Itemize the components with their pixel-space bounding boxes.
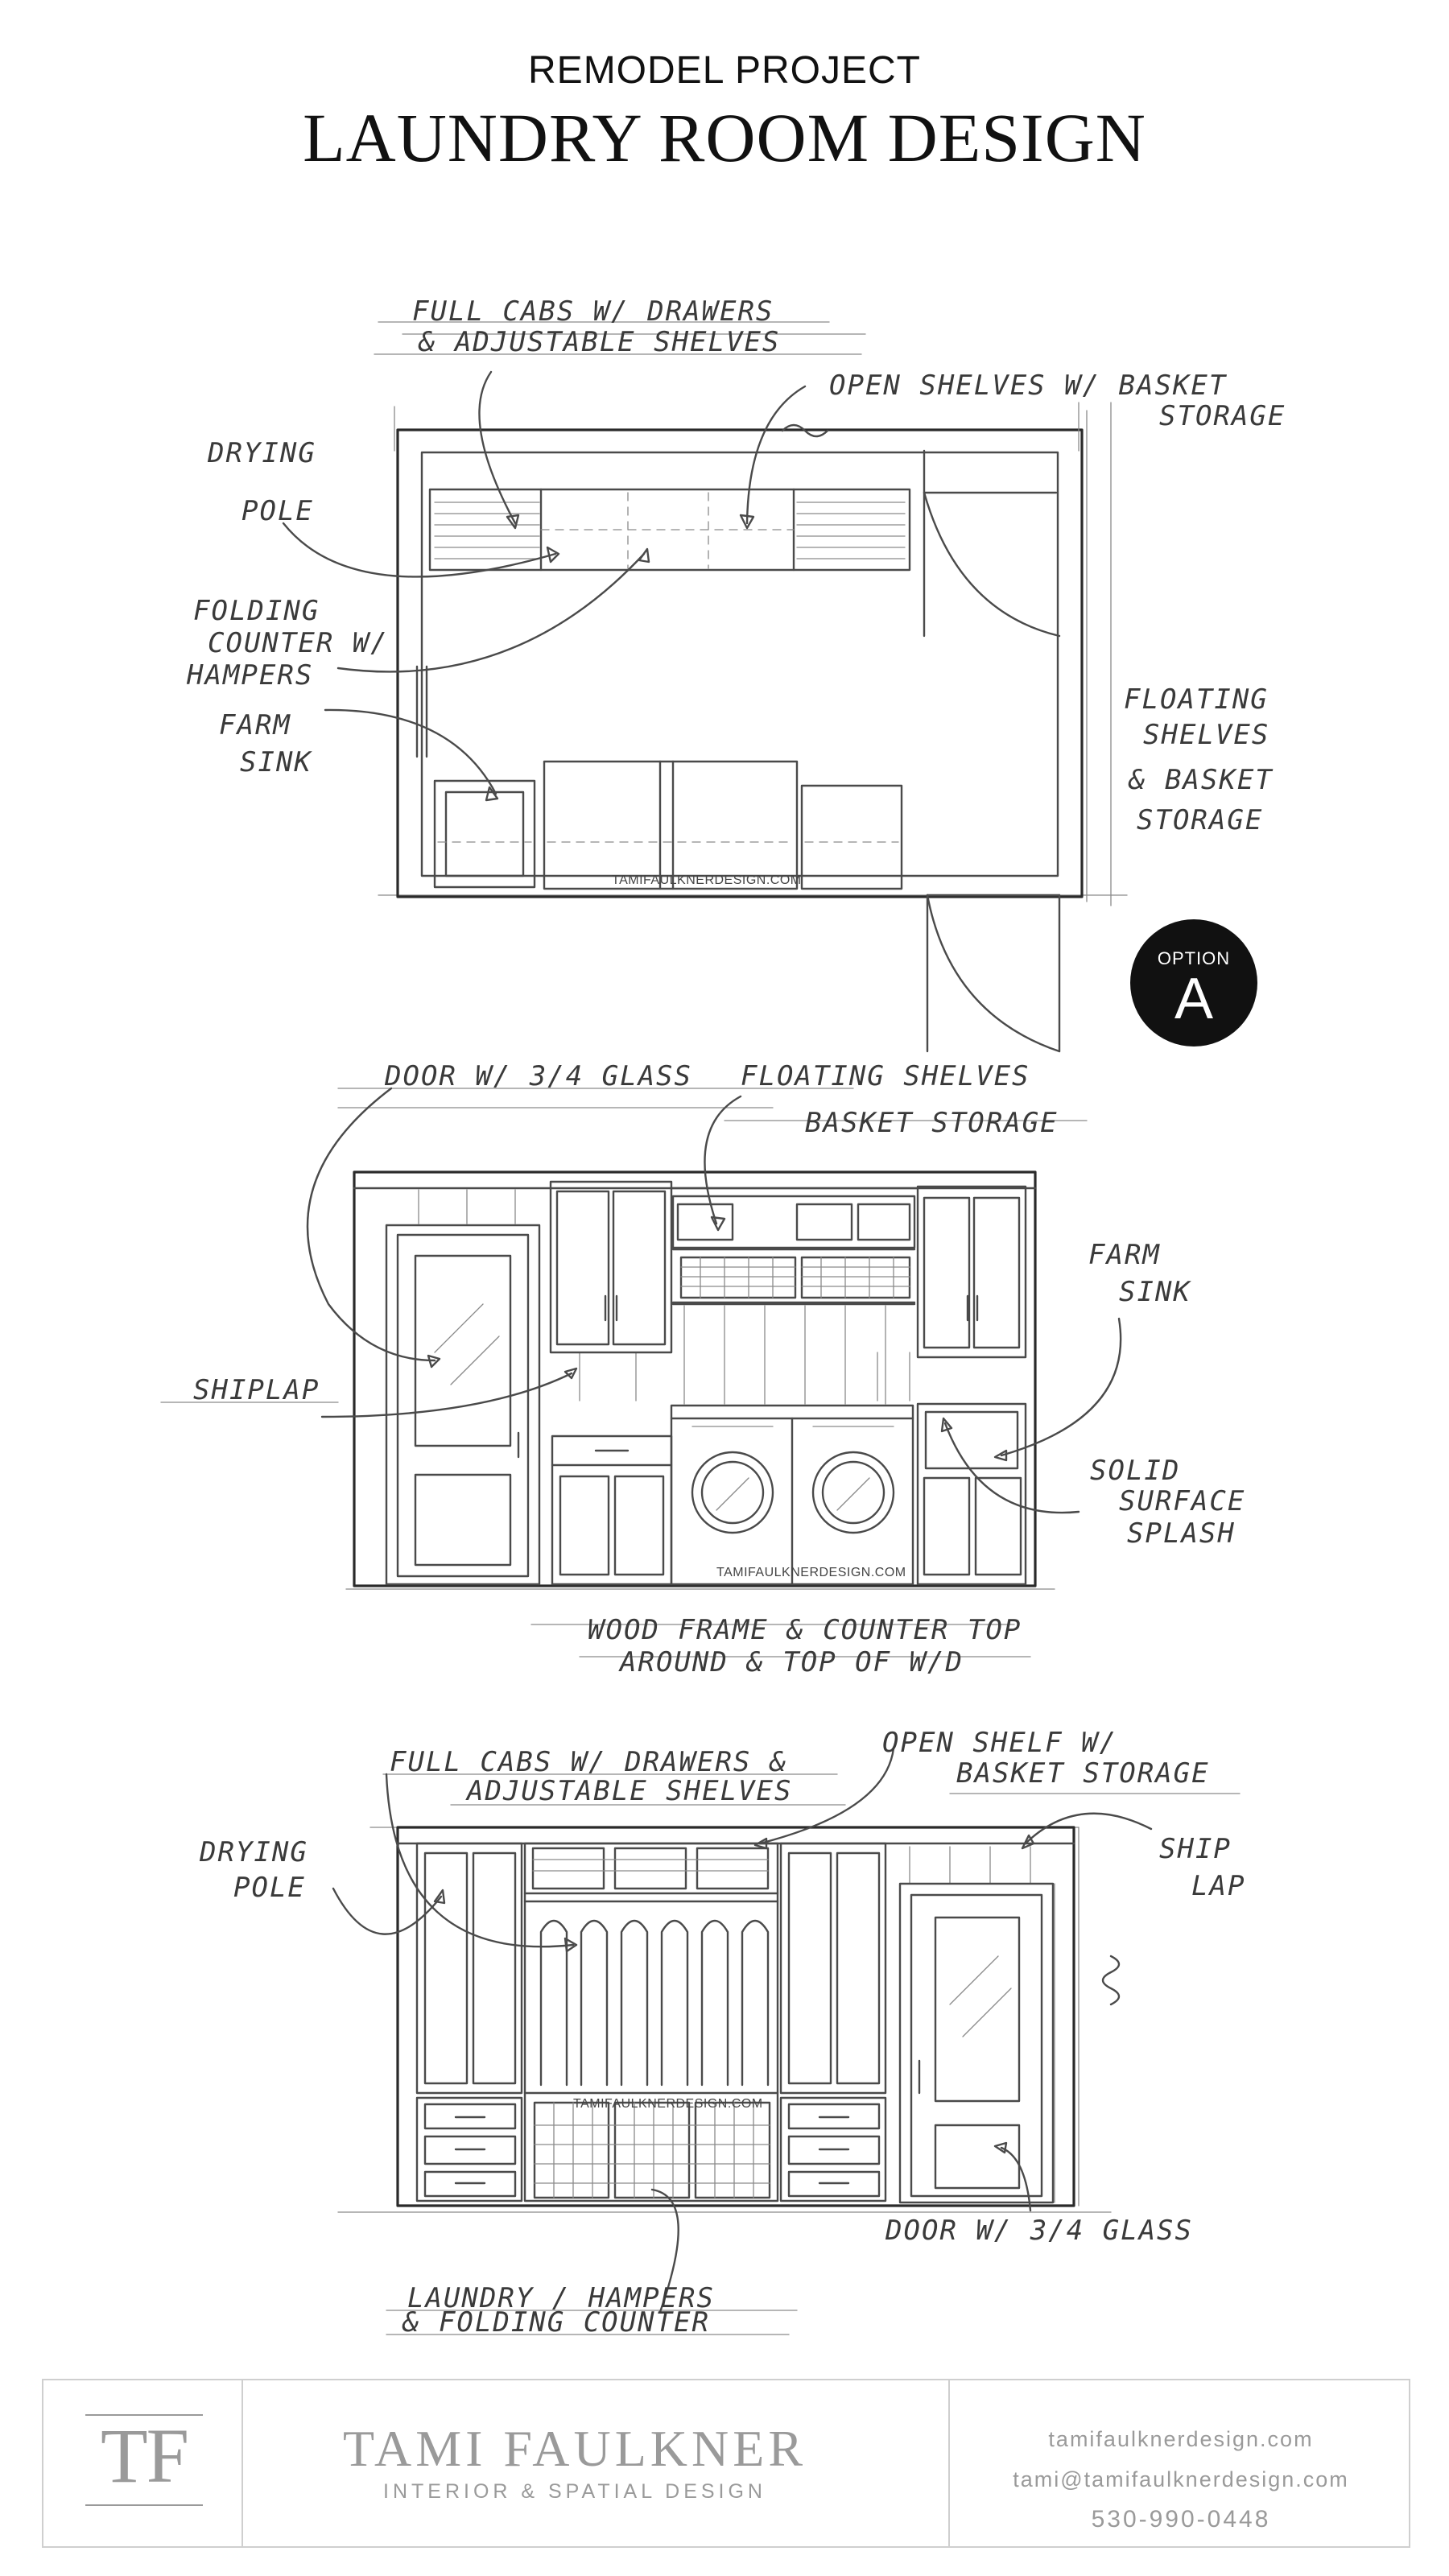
- elev2-note-open-shelf-2: BASKET STORAGE: [956, 1757, 1210, 1790]
- elev2-note-shiplap-1: SHIP: [1159, 1833, 1232, 1865]
- elev2-note-open-shelf-1: OPEN SHELF W/: [882, 1727, 1117, 1759]
- brand-name: TAMI FAULKNER: [343, 2420, 807, 2477]
- email-link[interactable]: tami@tamifaulknerdesign.com: [1013, 2467, 1349, 2491]
- option-badge-label: OPTION: [1157, 948, 1231, 968]
- elev1-note-floating-1: FLOATING SHELVES: [741, 1060, 1030, 1092]
- plan-note-farm-sink-2: SINK: [240, 746, 312, 778]
- elev2-note-drying-2: POLE: [233, 1872, 306, 1904]
- elev1-note-door: DOOR W/ 3/4 GLASS: [384, 1060, 692, 1092]
- elevation-2: FULL CABS W/ DRAWERS & ADJUSTABLE SHELVE…: [199, 1727, 1245, 2339]
- elev2-note-shiplap-2: LAP: [1191, 1870, 1245, 1902]
- elev1-watermark: TAMIFAULKNERDESIGN.COM: [716, 1566, 906, 1579]
- brand-tagline: INTERIOR & SPATIAL DESIGN: [383, 2480, 766, 2503]
- plan-note-full-cabs-1: FULL CABS W/ DRAWERS: [412, 295, 774, 328]
- tf-monogram-logo: TF: [61, 2414, 227, 2512]
- plan-note-floating-2: SHELVES: [1143, 719, 1269, 751]
- elev1-note-solid-2: SURFACE: [1119, 1485, 1245, 1517]
- elev2-note-door: DOOR W/ 3/4 GLASS: [885, 2215, 1193, 2247]
- plan-note-full-cabs-2: & ADJUSTABLE SHELVES: [418, 326, 780, 358]
- plan-note-farm-sink-1: FARM: [219, 709, 291, 741]
- monogram-text: TF: [100, 2413, 189, 2499]
- elev1-note-farm-2: SINK: [1119, 1276, 1191, 1308]
- elev1-note-solid-3: SPLASH: [1127, 1517, 1236, 1550]
- elev2-watermark: TAMIFAULKNERDESIGN.COM: [573, 2097, 763, 2111]
- plan-note-floating-1: FLOATING: [1124, 683, 1269, 716]
- floor-plan: FULL CABS W/ DRAWERS & ADJUSTABLE SHELVE…: [186, 295, 1286, 1053]
- footer-divider-left: [242, 2380, 243, 2546]
- plan-note-folding-2: COUNTER W/: [208, 627, 389, 659]
- elev1-note-farm-1: FARM: [1088, 1239, 1161, 1271]
- footer-contact: tamifaulknerdesign.com tami@tamifaulkner…: [952, 2419, 1410, 2540]
- elev2-note-full-cabs-1: FULL CABS W/ DRAWERS &: [390, 1746, 787, 1778]
- elev2-note-full-cabs-2: ADJUSTABLE SHELVES: [465, 1775, 792, 1807]
- footer-divider-right: [948, 2380, 950, 2546]
- basket-grid: [676, 1203, 911, 1299]
- plan-note-folding-3: HAMPERS: [186, 659, 313, 691]
- elev2-note-drying-1: DRYING: [199, 1836, 308, 1868]
- option-badge: OPTION A: [1130, 919, 1257, 1046]
- monogram-bottom-rule: [85, 2504, 203, 2506]
- plan-note-drying-pole-1: DRYING: [207, 437, 316, 469]
- elev2-note-laundry-2: & FOLDING COUNTER: [402, 2306, 710, 2339]
- elev2-note-laundry-1: LAUNDRY / HAMPERS: [407, 2282, 715, 2314]
- plan-note-floating-3: & BASKET: [1128, 764, 1274, 796]
- website-link[interactable]: tamifaulknerdesign.com: [1048, 2427, 1314, 2451]
- elev1-note-floating-2: BASKET STORAGE: [805, 1107, 1059, 1139]
- plan-watermark: TAMIFAULKNERDESIGN.COM: [612, 873, 802, 887]
- monogram-top-rule: [85, 2414, 203, 2416]
- plan-note-open-shelves-2: STORAGE: [1159, 400, 1286, 432]
- plan-note-drying-pole-2: POLE: [242, 495, 314, 527]
- phone-number[interactable]: 530-990-0448: [1091, 2506, 1271, 2533]
- page-header: REMODEL PROJECT LAUNDRY ROOM DESIGN: [0, 48, 1449, 178]
- footer-card: TF TAMI FAULKNER INTERIOR & SPATIAL DESI…: [42, 2379, 1410, 2548]
- elev1-note-solid-1: SOLID: [1090, 1455, 1180, 1487]
- plan-note-floating-4: STORAGE: [1137, 804, 1263, 836]
- elev1-note-wood-2: AROUND & TOP OF W/D: [618, 1646, 964, 1678]
- footer-brand: TAMI FAULKNER INTERIOR & SPATIAL DESIGN: [245, 2419, 905, 2504]
- option-badge-letter: A: [1174, 967, 1214, 1031]
- drying-pole-hatch: [434, 502, 906, 559]
- page-title: LAUNDRY ROOM DESIGN: [303, 99, 1146, 176]
- plan-note-folding-1: FOLDING: [193, 595, 320, 627]
- elev1-note-shiplap: SHIPLAP: [193, 1374, 320, 1406]
- eyebrow-label: REMODEL PROJECT: [528, 49, 921, 92]
- elev1-note-wood-1: WOOD FRAME & COUNTER TOP: [588, 1614, 1022, 1646]
- elevation-1: DOOR W/ 3/4 GLASS FLOATING SHELVES BASKE…: [160, 1060, 1245, 1678]
- plan-note-open-shelves-1: OPEN SHELVES W/ BASKET: [829, 369, 1228, 402]
